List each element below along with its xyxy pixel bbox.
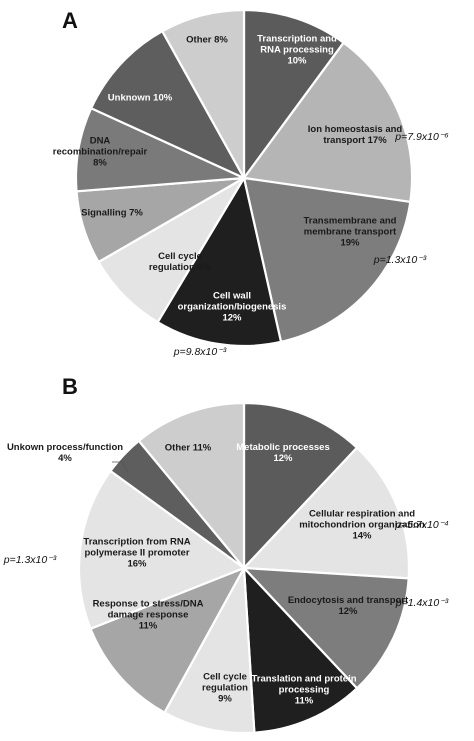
pie-slice-endocytosis-and-transport xyxy=(241,566,410,690)
p-value-label: p=9.8x10⁻³ xyxy=(173,346,227,358)
slice-label-signalling-7: Signalling 7% xyxy=(81,208,143,219)
pie-slice-metabolic-processes xyxy=(242,401,359,571)
pie-slice-transcription-from-rna xyxy=(77,469,247,631)
p-value-label: p=7.9x10⁻⁶ xyxy=(394,131,449,143)
slice-label-other-8: Other 8% xyxy=(186,35,228,46)
slice-label-other-11: Other 11% xyxy=(165,443,212,454)
pie-slice-cellular-respiration-and xyxy=(241,446,411,580)
pie-slice-other-11 xyxy=(137,401,246,572)
pie-slice-transmembrane-and xyxy=(242,176,412,344)
panel-label-a: A xyxy=(62,8,78,33)
pie-slice-unknown-10 xyxy=(89,29,247,181)
pie-slice-response-to-stress-dna xyxy=(89,565,247,715)
pie-slice-ion-homeostasis-and xyxy=(242,41,414,204)
p-value-label: p=1.3x10⁻³ xyxy=(3,554,57,566)
p-value-label: p=1.4x10⁻³ xyxy=(395,597,449,609)
p-value-label: p=5.7x10⁻⁴ xyxy=(394,519,449,531)
pie-slice-cell-wall xyxy=(156,175,283,348)
pie-slice-translation-and-protein xyxy=(242,565,359,734)
leader-line xyxy=(112,461,129,473)
pie-slice-transcription-and xyxy=(242,8,346,182)
pie-slice-other-8 xyxy=(160,8,246,183)
p-value-label: p=1.3x10⁻³ xyxy=(373,254,427,266)
panel-label-b: B xyxy=(62,374,78,399)
slice-label-unknown-10: Unknown 10% xyxy=(108,93,173,104)
pie-slice-cell-cycle xyxy=(163,564,256,735)
